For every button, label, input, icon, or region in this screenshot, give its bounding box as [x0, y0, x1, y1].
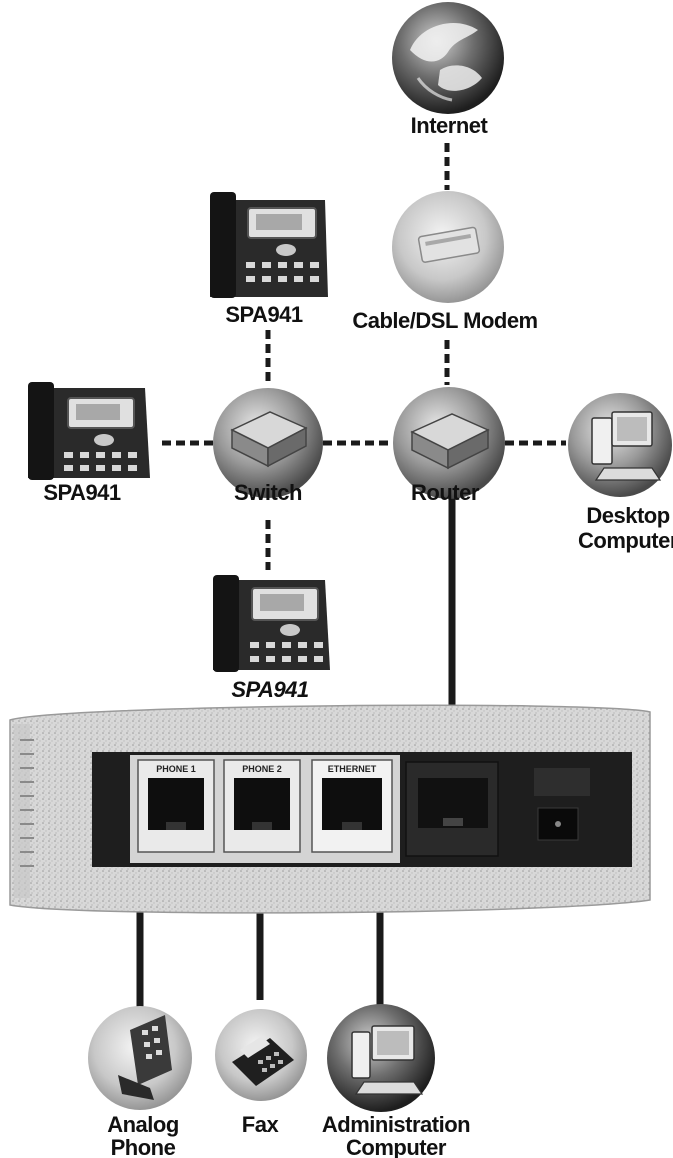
phone-left-node: SPA941	[28, 382, 150, 505]
power-section	[534, 768, 590, 841]
port-ethernet-label: ETHERNET	[328, 764, 377, 774]
router-label: Router	[411, 480, 480, 505]
desktop-label-line2: Computer	[578, 528, 673, 553]
port-ethernet: ETHERNET	[311, 759, 393, 853]
admin-label-line1: Administration	[322, 1112, 470, 1137]
ip-phone-icon	[28, 382, 150, 480]
analog-label-line1: Analog	[107, 1112, 179, 1137]
switch-node: Switch	[213, 388, 323, 505]
port-phone-1-label: PHONE 1	[156, 764, 196, 774]
admin-label-line2: Computer	[346, 1135, 447, 1158]
port-phone-2-label: PHONE 2	[242, 764, 282, 774]
analog-phone-node: Analog Phone	[88, 1006, 192, 1158]
admin-computer-node: Administration Computer	[322, 1004, 471, 1158]
switch-label: Switch	[234, 480, 302, 505]
phone-left-label: SPA941	[43, 480, 121, 505]
modem-node: Cable/DSL Modem	[352, 191, 538, 333]
internet-label: Internet	[411, 113, 489, 138]
phone-top-label: SPA941	[225, 302, 303, 327]
port-internet	[405, 761, 499, 857]
fax-node: Fax	[215, 1009, 307, 1137]
desktop-node: Desktop Computer	[568, 393, 673, 553]
modem-label: Cable/DSL Modem	[352, 308, 537, 333]
router-node: Router	[393, 387, 505, 505]
globe-icon	[392, 2, 504, 114]
ip-phone-icon	[210, 192, 328, 298]
ip-phone-icon	[213, 575, 330, 672]
analog-label-line2: Phone	[111, 1135, 176, 1158]
phone-top-node: SPA941	[210, 192, 328, 327]
desktop-label-line1: Desktop	[586, 503, 669, 528]
side-vents	[20, 739, 34, 867]
phone-bottom-node: SPA941	[213, 575, 330, 702]
fax-label: Fax	[242, 1112, 280, 1137]
port-phone-2: PHONE 2	[223, 759, 301, 853]
voip-gateway-device: PHONE 1 PHONE 2 ETHERNET	[9, 704, 651, 914]
internet-node: Internet	[392, 2, 504, 138]
phone-bottom-label: SPA941	[231, 677, 309, 702]
port-phone-1: PHONE 1	[137, 759, 215, 853]
